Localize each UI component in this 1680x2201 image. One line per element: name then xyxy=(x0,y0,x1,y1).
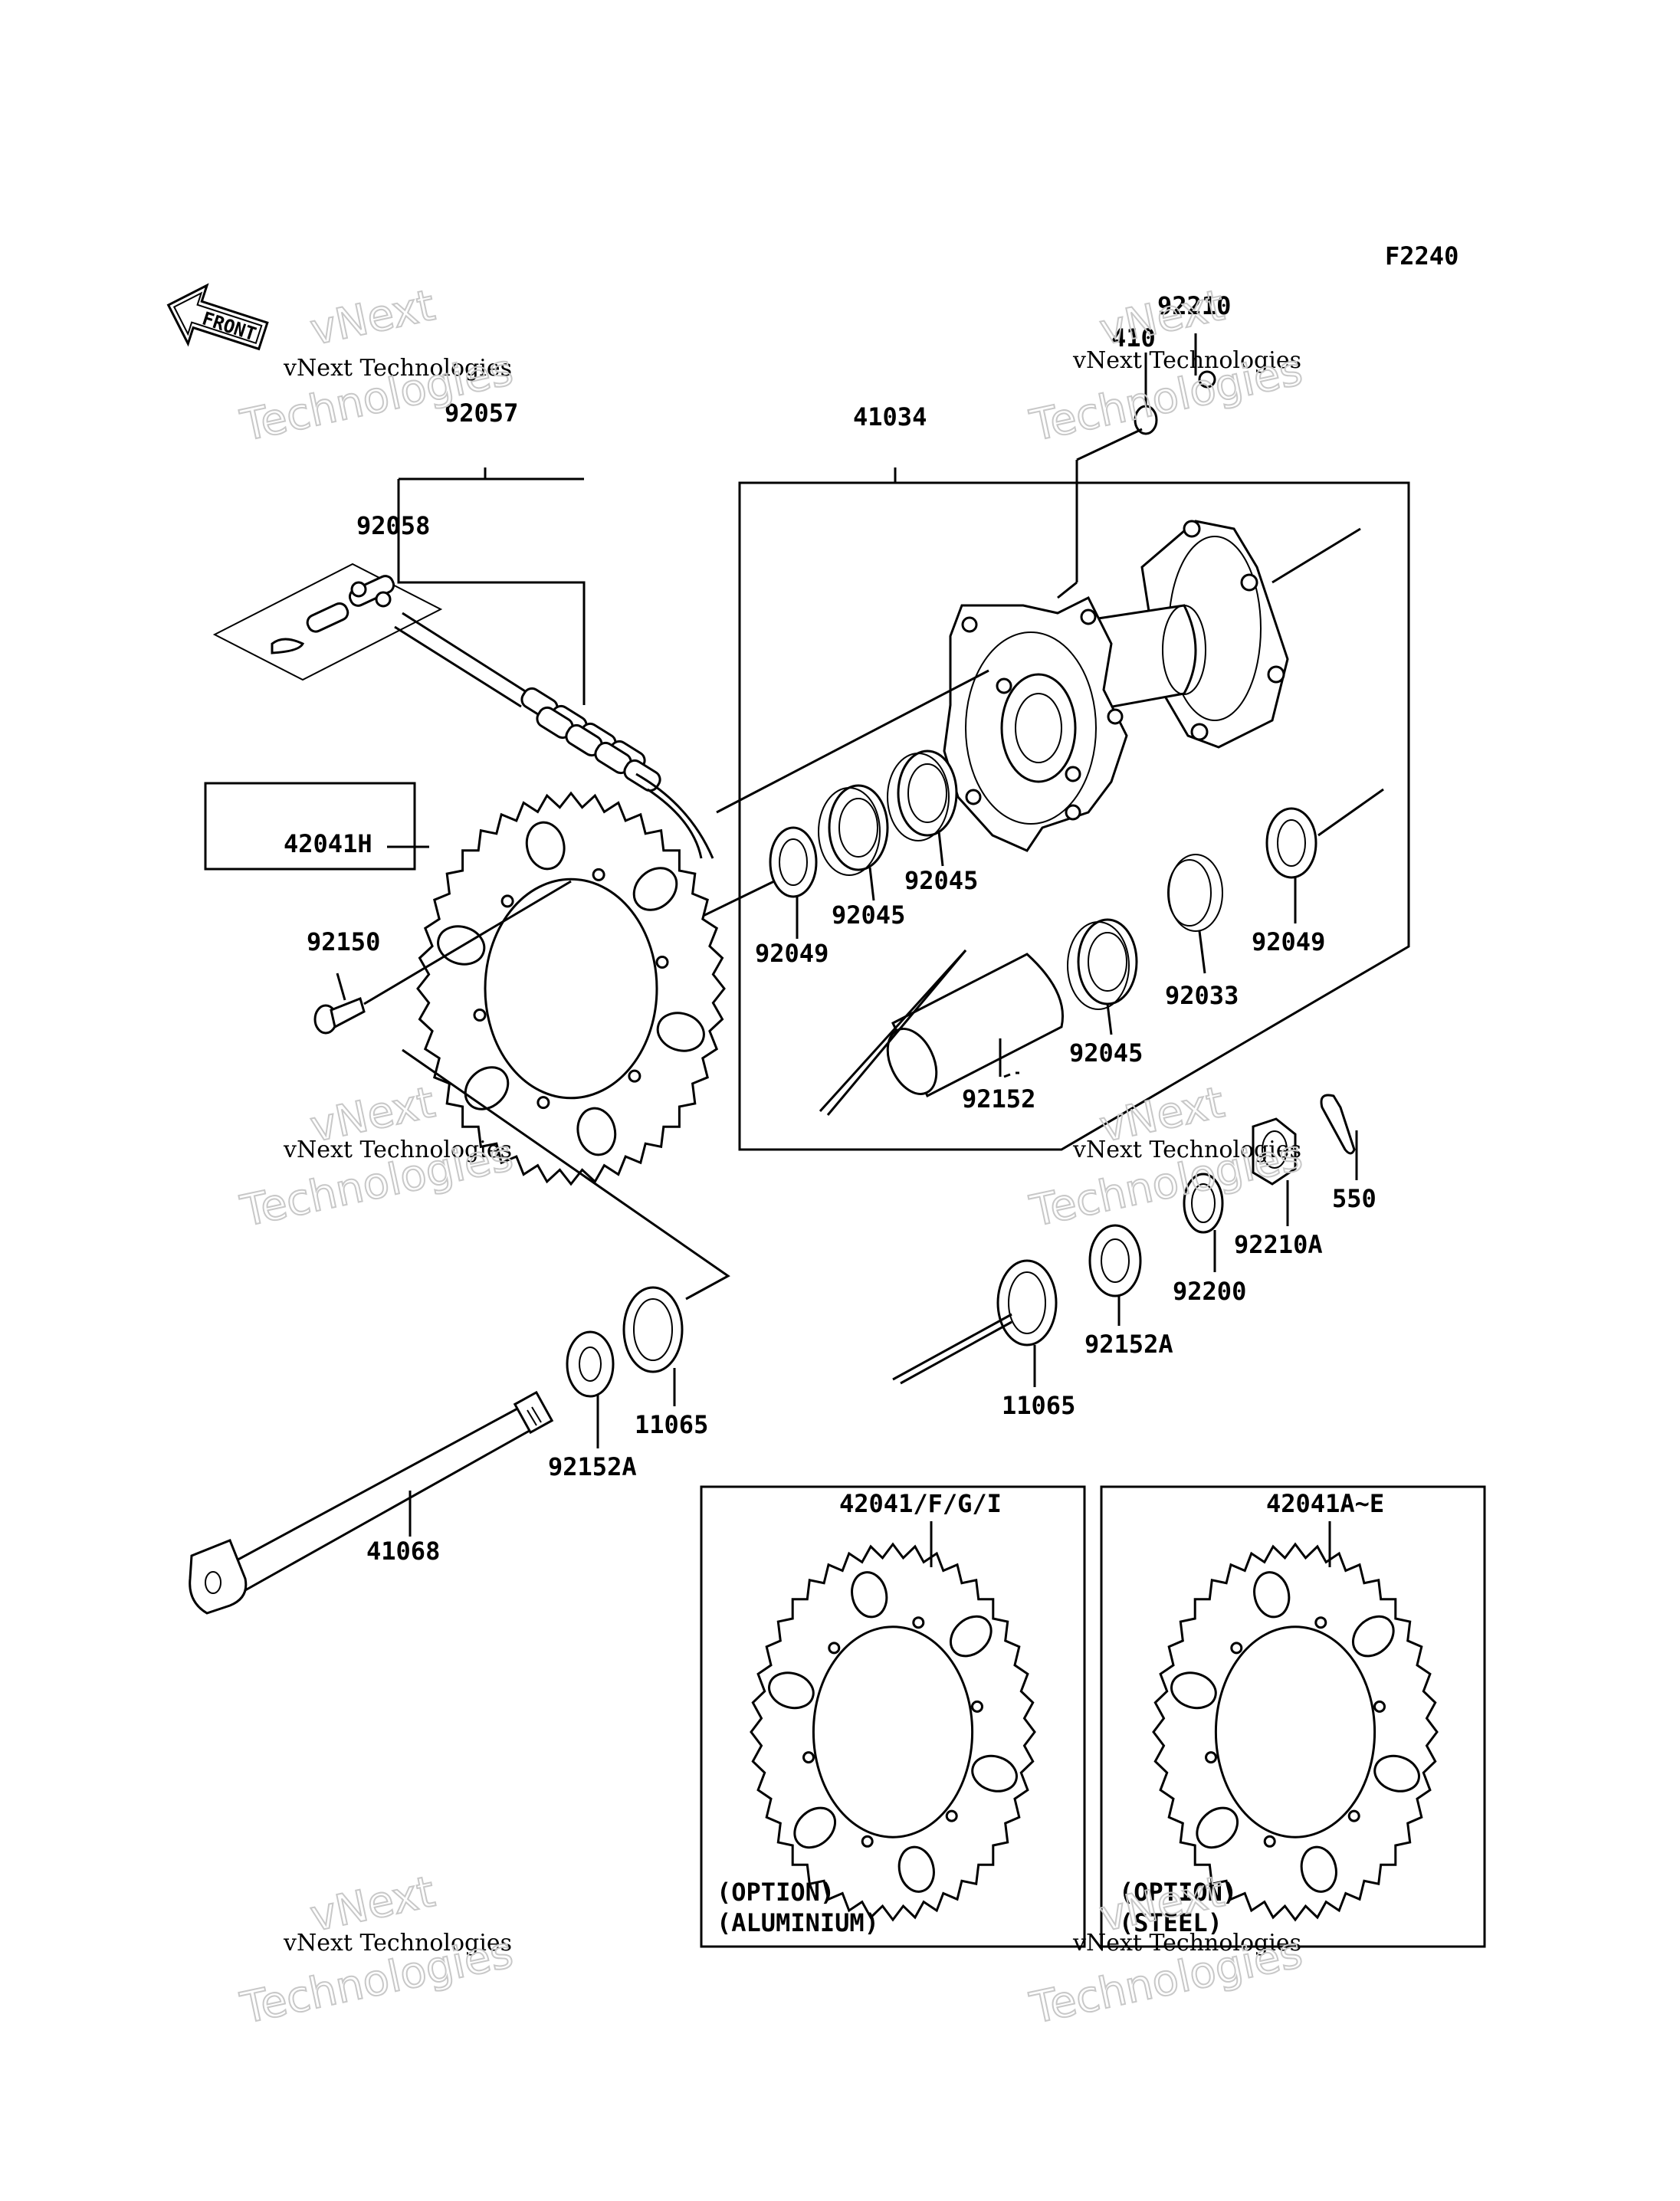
bolt-92150 xyxy=(313,973,366,1035)
seal-11065-left xyxy=(622,1286,684,1406)
label-92033: 92033 xyxy=(1165,981,1239,1010)
bearing-92045-lower xyxy=(1067,918,1138,1035)
label-92045-lower: 92045 xyxy=(1069,1038,1143,1068)
label-42041-AE: 42041A~E xyxy=(1266,1489,1384,1518)
svg-text:vNext Technologies: vNext Technologies xyxy=(283,355,512,382)
label-92058: 92058 xyxy=(356,511,430,540)
nut-92210A xyxy=(1252,1117,1297,1226)
watermark-middle-right: vNext vNext Technologies Technologies xyxy=(1025,1077,1307,1238)
option-aluminium-line1: (OPTION) xyxy=(717,1878,835,1907)
label-11065-right: 11065 xyxy=(1002,1391,1075,1420)
label-92045-middle: 92045 xyxy=(832,900,905,930)
label-410: 410 xyxy=(1111,323,1156,353)
label-41034: 41034 xyxy=(853,402,927,431)
svg-text:vNext: vNext xyxy=(1095,280,1229,356)
label-11065-left: 11065 xyxy=(635,1410,708,1439)
rear-hub xyxy=(943,520,1361,852)
seal-11065-right xyxy=(892,1259,1058,1387)
svg-text:vNext: vNext xyxy=(306,280,439,356)
collar-92152A-left xyxy=(566,1330,615,1448)
spacer-92152 xyxy=(819,949,1064,1116)
label-550: 550 xyxy=(1332,1184,1376,1213)
seal-92049-right xyxy=(1265,788,1384,923)
label-42041-FGI: 42041/F/G/I xyxy=(839,1489,1002,1518)
bearing-92045-middle xyxy=(818,784,889,901)
svg-text:vNext Technologies: vNext Technologies xyxy=(283,1930,512,1957)
axle-bracket-line xyxy=(402,1048,730,1301)
label-92049-left: 92049 xyxy=(755,939,829,968)
drive-chain xyxy=(212,467,714,859)
bearing-92045-upper xyxy=(887,750,958,867)
option-steel-line2: (STEEL) xyxy=(1119,1908,1222,1937)
watermark-bottom-left: vNext vNext Technologies Technologies xyxy=(235,1866,517,2035)
option-aluminium-line2: (ALUMINIUM) xyxy=(717,1908,879,1937)
svg-text:vNext Technologies: vNext Technologies xyxy=(1072,1137,1301,1163)
axle-41068 xyxy=(189,1390,554,1615)
label-92152A-left: 92152A xyxy=(548,1452,637,1481)
valve-cap-group xyxy=(1075,333,1216,582)
figure-code: F2240 xyxy=(1385,241,1459,271)
label-92049-right: 92049 xyxy=(1252,927,1325,956)
hub-leader-line xyxy=(716,669,989,814)
label-92057: 92057 xyxy=(445,399,518,428)
label-92150: 92150 xyxy=(307,927,380,956)
svg-text:vNext Technologies: vNext Technologies xyxy=(283,1137,512,1163)
washer-92200 xyxy=(1183,1173,1224,1272)
hub-assembly-box xyxy=(738,467,1410,1151)
label-92152A-right: 92152A xyxy=(1084,1330,1173,1359)
label-92152: 92152 xyxy=(962,1084,1035,1114)
label-92210: 92210 xyxy=(1157,291,1231,320)
label-92210A: 92210A xyxy=(1234,1230,1323,1259)
watermark-top-right: vNext vNext Technologies Technologies xyxy=(1025,280,1307,452)
leader-bolt xyxy=(363,880,572,1005)
label-41068: 41068 xyxy=(366,1537,440,1566)
option-box-steel: 42041A~E (OPTION) (STEEL) xyxy=(1100,1485,1486,1948)
front-arrow-icon: FRONT xyxy=(166,283,269,351)
cotter-pin-550 xyxy=(1320,1094,1358,1180)
option-steel-line1: (OPTION) xyxy=(1119,1878,1237,1907)
option-box-aluminium: 42041/F/G/I (OPTION) (ALUMINIUM) xyxy=(700,1485,1086,1948)
circlip-92033 xyxy=(1167,854,1223,974)
svg-text:vNext Technologies: vNext Technologies xyxy=(1072,347,1301,374)
label-42041H: 42041H xyxy=(284,829,372,858)
aluminium-tag-box xyxy=(204,782,416,871)
collar-92152A-right xyxy=(1088,1224,1142,1326)
rear-sprocket-42041H xyxy=(416,791,726,1186)
seal-92049-left xyxy=(769,826,818,939)
label-92200: 92200 xyxy=(1173,1277,1246,1306)
svg-text:vNext Technologies: vNext Technologies xyxy=(1072,1930,1301,1957)
label-92045-upper: 92045 xyxy=(904,866,978,895)
